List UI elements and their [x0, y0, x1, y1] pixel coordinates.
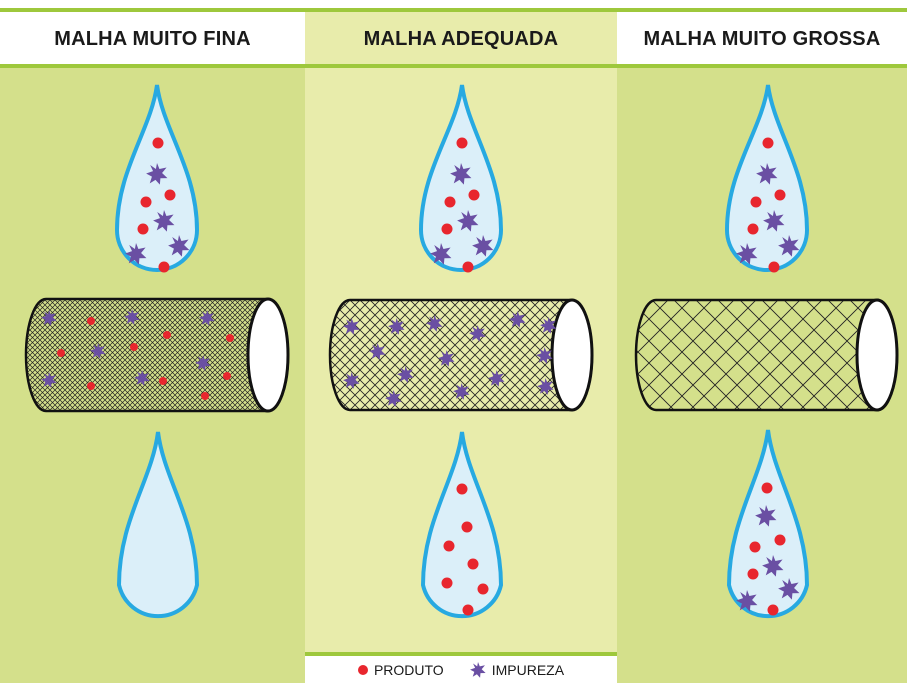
- produto-dot: [767, 604, 779, 616]
- mesh-cylinder-adequada: [328, 298, 594, 412]
- produto-dot: [163, 331, 171, 339]
- produto-dot: [750, 196, 762, 208]
- mesh-cylinder-fina: [24, 297, 290, 413]
- produto-dot: [164, 189, 176, 201]
- produto-dot: [130, 343, 138, 351]
- produto-dot: [747, 568, 759, 580]
- produto-dot: [761, 482, 773, 494]
- drop-top-grossa: [724, 84, 810, 273]
- legend-label-produto: PRODUTO: [373, 661, 444, 678]
- produto-dot: [159, 377, 167, 385]
- produto-dot: [456, 483, 468, 495]
- top-accent-line: [0, 8, 907, 12]
- produto-dot: [462, 604, 474, 616]
- produto-dot-icon: [357, 664, 368, 675]
- produto-dot: [201, 392, 209, 400]
- produto-dot: [456, 137, 468, 149]
- produto-dot: [467, 558, 479, 570]
- produto-dot: [226, 334, 234, 342]
- produto-dot: [774, 534, 786, 546]
- legend-item-produto: PRODUTO: [357, 661, 444, 678]
- produto-dot: [462, 261, 474, 273]
- produto-dot: [137, 223, 149, 235]
- produto-dot: [152, 137, 164, 149]
- produto-dot: [158, 261, 170, 273]
- produto-dot: [223, 372, 231, 380]
- impureza-star-icon: [469, 661, 486, 678]
- legend-label-impureza: IMPUREZA: [491, 661, 565, 678]
- mesh-cylinder-grossa: [634, 298, 899, 412]
- produto-dot: [768, 261, 780, 273]
- column-title-grossa: MALHA MUITO GROSSA: [643, 27, 881, 50]
- header-underline: [0, 64, 907, 68]
- produto-dot: [443, 540, 455, 552]
- drop-bottom-grossa: [726, 429, 810, 619]
- produto-dot: [477, 583, 489, 595]
- produto-dot: [57, 349, 65, 357]
- legend-item-impureza: IMPUREZA: [469, 661, 565, 678]
- produto-dot: [774, 189, 786, 201]
- column-title-adequada: MALHA ADEQUADA: [305, 12, 617, 66]
- produto-dot: [468, 189, 480, 201]
- produto-dot: [749, 541, 761, 553]
- column-title-fina: MALHA MUITO FINA: [54, 27, 251, 50]
- produto-dot: [461, 521, 473, 533]
- drop-top-adequada: [418, 84, 504, 273]
- produto-dot: [747, 223, 759, 235]
- produto-dot: [762, 137, 774, 149]
- produto-dot: [140, 196, 152, 208]
- produto-dot: [87, 317, 95, 325]
- drop-top-fina: [114, 84, 200, 273]
- produto-dot: [441, 223, 453, 235]
- drop-bottom-adequada: [420, 431, 504, 619]
- drop-bottom-fina: [116, 431, 200, 619]
- produto-dot: [87, 382, 95, 390]
- produto-dot: [444, 196, 456, 208]
- produto-dot: [441, 577, 453, 589]
- legend: PRODUTO IMPUREZA: [305, 652, 617, 683]
